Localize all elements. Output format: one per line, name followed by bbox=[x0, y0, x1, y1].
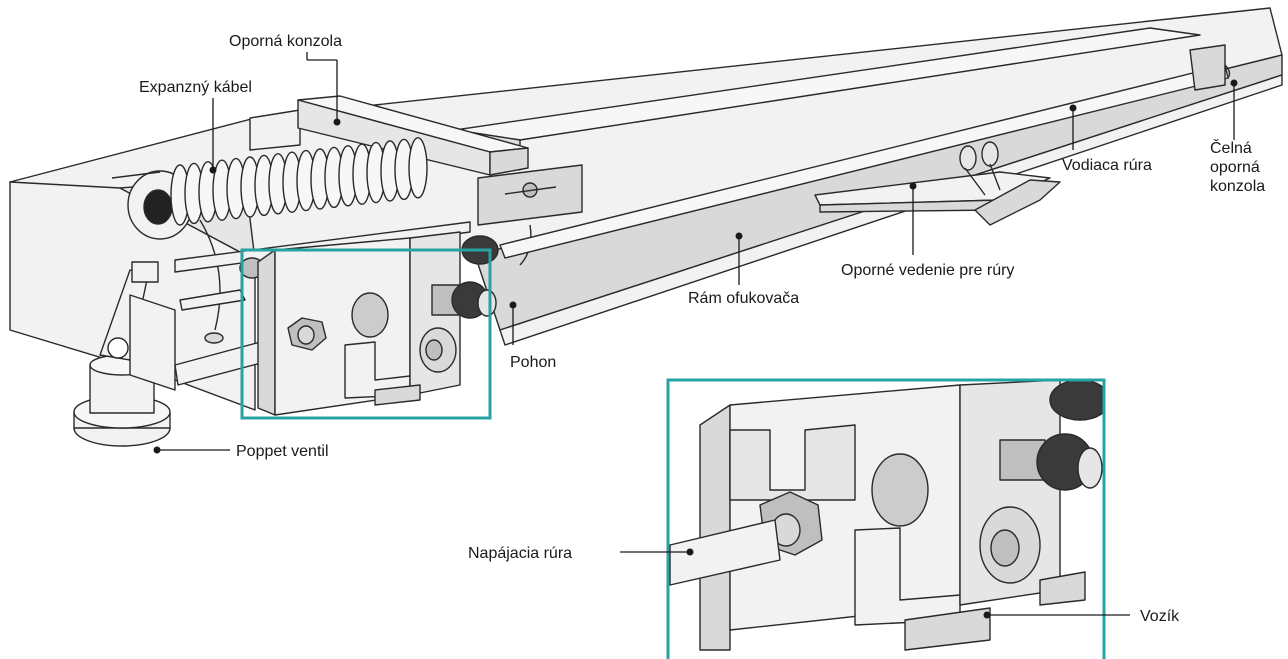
poppet-valve bbox=[73, 261, 176, 447]
detail-inset bbox=[668, 380, 1104, 659]
label-ram-ofukovaca: Rám ofukovača bbox=[688, 290, 799, 307]
callouts: Oporná konzola Expanzný kábel Čelná opor… bbox=[139, 33, 1265, 625]
label-vozik: Vozík bbox=[1140, 608, 1180, 625]
label-celna-line1: Čelná bbox=[1210, 138, 1252, 157]
guide-tube bbox=[499, 44, 1231, 259]
label-pohon: Pohon bbox=[510, 354, 556, 371]
carriage-main bbox=[257, 231, 499, 416]
label-poppet-ventil: Poppet ventil bbox=[236, 443, 329, 460]
tube-support-guide bbox=[814, 141, 1061, 226]
detail-inset-frame bbox=[666, 378, 1106, 659]
label-oporne-vedenie: Oporné vedenie pre rúry bbox=[841, 262, 1014, 279]
label-expanzny-kabel: Expanzný kábel bbox=[139, 79, 252, 96]
label-celna-line2: oporná bbox=[1210, 159, 1260, 176]
spring-coil bbox=[408, 137, 428, 199]
label-opora-konzola: Oporná konzola bbox=[229, 33, 342, 50]
detail-highlight-box bbox=[240, 248, 492, 420]
label-vodiaca-rura: Vodiaca rúra bbox=[1062, 157, 1152, 174]
label-napajacia-rura: Napájacia rúra bbox=[468, 545, 572, 562]
support-bracket bbox=[297, 95, 583, 266]
label-celna-line3: konzola bbox=[1210, 178, 1265, 195]
